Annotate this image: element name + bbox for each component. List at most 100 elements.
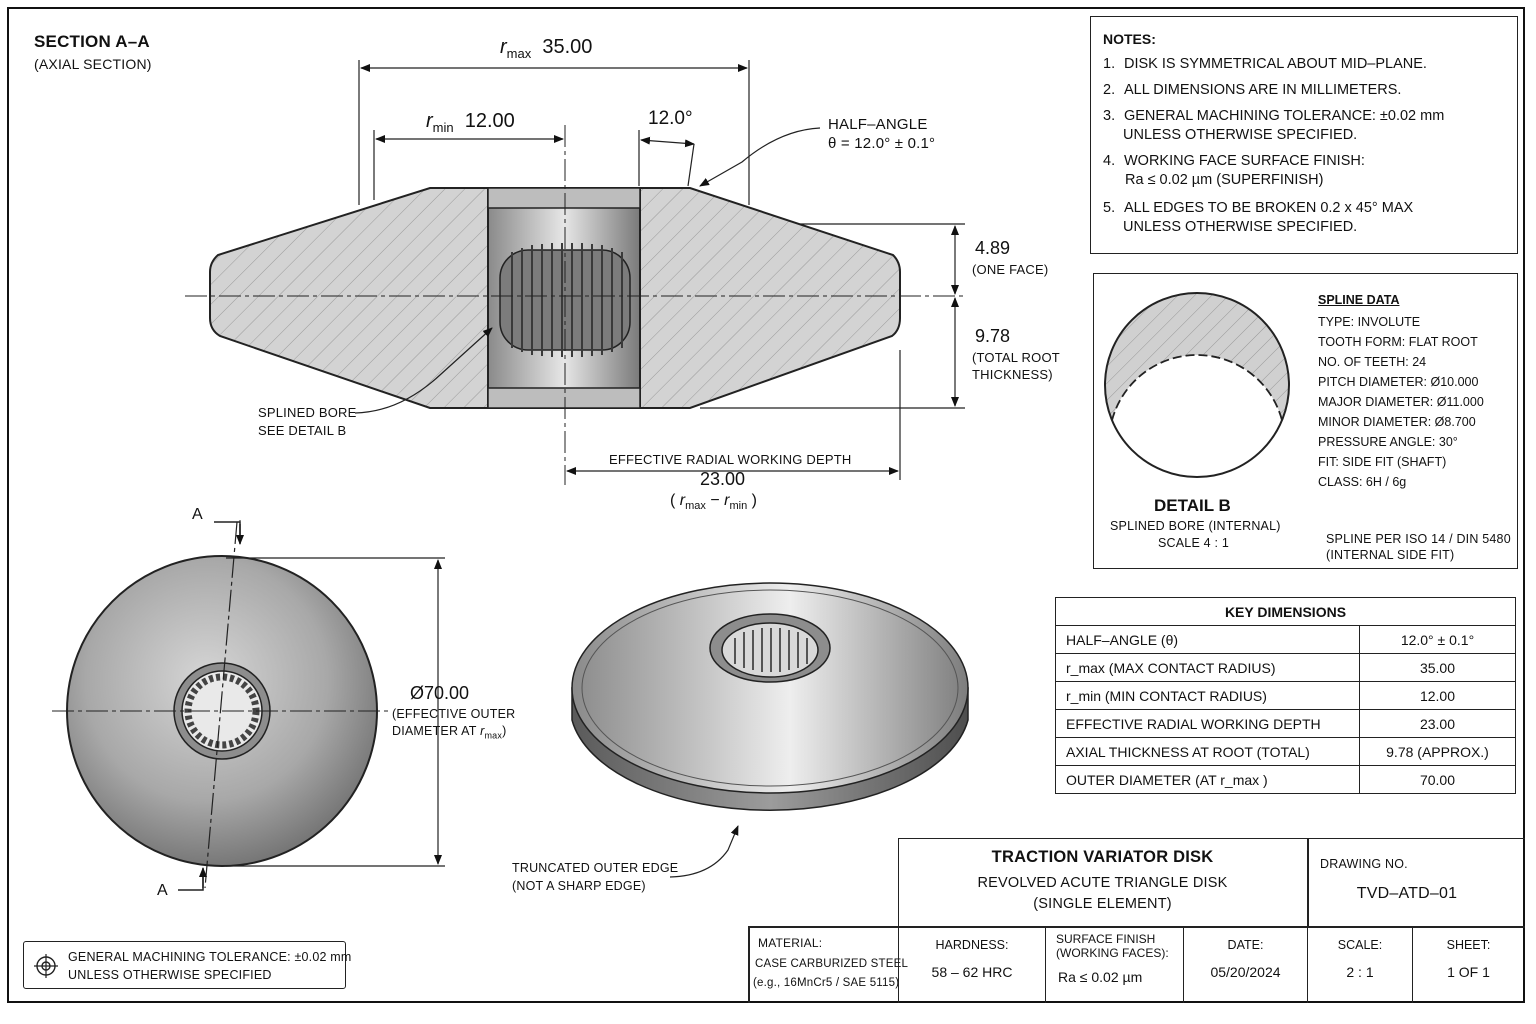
kd-label: OUTER DIAMETER (AT r_max )	[1055, 765, 1360, 794]
half-angle-value: θ = 12.0° ± 0.1°	[828, 135, 936, 152]
iso-view	[571, 582, 969, 878]
finish-value: Ra ≤ 0.02 µm	[1058, 969, 1143, 985]
key-dimensions-title: KEY DIMENSIONS	[1055, 597, 1516, 626]
section-subtitle: (AXIAL SECTION)	[34, 56, 152, 72]
date-label: DATE:	[1227, 938, 1264, 952]
note-num: 2.	[1103, 82, 1116, 98]
material-line2: (e.g., 16MnCr5 / SAE 5115)	[753, 977, 900, 989]
truncated-edge-label: TRUNCATED OUTER EDGE	[512, 861, 679, 875]
face-thickness-note: (ONE FACE)	[972, 262, 1049, 277]
kd-label: HALF–ANGLE (θ)	[1055, 625, 1360, 654]
kd-label: AXIAL THICKNESS AT ROOT (TOTAL)	[1055, 737, 1360, 766]
half-angle-label: HALF–ANGLE	[828, 116, 928, 133]
note-text: GENERAL MACHINING TOLERANCE: ±0.02 mm	[1123, 108, 1445, 124]
kd-value: 70.00	[1359, 765, 1516, 794]
diameter-note1: (EFFECTIVE OUTER	[392, 707, 516, 721]
spline-row: MAJOR DIAMETER: Ø11.000	[1318, 395, 1484, 409]
spline-row: TYPE: INVOLUTE	[1318, 315, 1421, 329]
kd-label: r_min (MIN CONTACT RADIUS)	[1055, 681, 1360, 710]
finish-cell: SURFACE FINISH (WORKING FACES): Ra ≤ 0.0…	[1045, 928, 1183, 1003]
detail-b-sub2: SCALE 4 : 1	[1158, 536, 1229, 550]
sheet-value: 1 OF 1	[1447, 964, 1490, 980]
kd-value: 12.00	[1359, 681, 1516, 710]
erwd-label: EFFECTIVE RADIAL WORKING DEPTH	[609, 452, 852, 467]
note-num: 1.	[1103, 56, 1116, 72]
front-view	[52, 520, 445, 891]
finish-label1: SURFACE FINISH	[1056, 932, 1156, 946]
table-row: r_min (MIN CONTACT RADIUS)12.00	[1055, 681, 1516, 710]
hardness-label: HARDNESS:	[935, 938, 1009, 952]
kd-value: 9.78 (APPROX.)	[1359, 737, 1516, 766]
drawing-no: TVD–ATD–01	[1356, 885, 1458, 902]
spline-row: PRESSURE ANGLE: 30°	[1318, 435, 1458, 449]
diameter-note2: DIAMETER AT rmax)	[392, 724, 506, 741]
diameter-note2-text: DIAMETER AT	[392, 724, 477, 738]
diameter-note2-close: )	[502, 724, 507, 738]
spline-row: CLASS: 6H / 6g	[1318, 475, 1407, 489]
spline-standard: SPLINE PER ISO 14 / DIN 5480	[1326, 532, 1511, 546]
scale-label: SCALE:	[1337, 938, 1383, 952]
detail-b-title: DETAIL B	[1154, 496, 1231, 515]
formula-rmax-sub: max	[685, 500, 706, 513]
tolerance-line2: UNLESS OTHERWISE SPECIFIED	[68, 968, 272, 982]
note-num: 4.	[1103, 153, 1116, 169]
sheet-label: SHEET:	[1446, 938, 1491, 952]
r-min-value: 12.00	[464, 110, 515, 132]
sheet-cell: SHEET: 1 OF 1	[1412, 928, 1524, 1003]
spline-row: NO. OF TEETH: 24	[1318, 355, 1427, 369]
section-mark-top: A	[192, 506, 203, 523]
kd-label: EFFECTIVE RADIAL WORKING DEPTH	[1055, 709, 1360, 738]
diameter-note-sub: max	[484, 730, 503, 741]
note-text: WORKING FACE SURFACE FINISH:	[1123, 153, 1365, 169]
note-num: 3.	[1103, 108, 1116, 124]
kd-value: 23.00	[1359, 709, 1516, 738]
root-thickness-value: 9.78	[975, 326, 1011, 346]
title-row-divider	[748, 926, 1525, 928]
hardness-value: 58 – 62 HRC	[931, 964, 1013, 980]
r-max-value: 35.00	[542, 36, 593, 58]
r-max-dim: rmax 35.00	[500, 36, 592, 61]
note-text-2: UNLESS OTHERWISE SPECIFIED.	[1123, 127, 1358, 143]
angle-value: 12.0°	[648, 108, 693, 129]
diameter-value: Ø70.00	[410, 683, 470, 703]
iso-cone	[571, 582, 969, 794]
spline-row: FIT: SIDE FIT (SHAFT)	[1318, 455, 1447, 469]
r-min-symbol: r	[426, 110, 433, 132]
material-label: MATERIAL:	[758, 936, 823, 950]
material-line1: CASE CARBURIZED STEEL	[755, 958, 909, 970]
tolerance-box: GENERAL MACHINING TOLERANCE: ±0.02 mm UN…	[23, 941, 351, 989]
table-row: AXIAL THICKNESS AT ROOT (TOTAL)9.78 (APP…	[1055, 737, 1516, 766]
material-left-border	[748, 926, 750, 1003]
not-sharp-edge-label: (NOT A SHARP EDGE)	[512, 879, 646, 893]
root-thickness-note1: (TOTAL ROOT	[972, 350, 1060, 365]
see-detail-b-label: SEE DETAIL B	[258, 423, 347, 438]
table-row: r_max (MAX CONTACT RADIUS)35.00	[1055, 653, 1516, 682]
notes-list: 1. DISK IS SYMMETRICAL ABOUT MID–PLANE. …	[1103, 55, 1513, 244]
r-min-dim: rmin 12.00	[426, 110, 515, 135]
drawing-no-label: DRAWING NO.	[1320, 857, 1408, 871]
note-text: DISK IS SYMMETRICAL ABOUT MID–PLANE.	[1123, 56, 1427, 72]
notes-box: NOTES: 1. DISK IS SYMMETRICAL ABOUT MID–…	[1090, 16, 1518, 254]
formula-minus: −	[710, 492, 720, 509]
note-text: ALL EDGES TO BE BROKEN 0.2 x 45° MAX	[1123, 200, 1414, 216]
kd-value: 12.0° ± 0.1°	[1359, 625, 1516, 654]
spline-row: TOOTH FORM: FLAT ROOT	[1318, 335, 1478, 349]
spline-row: MINOR DIAMETER: Ø8.700	[1318, 415, 1476, 429]
table-row: HALF–ANGLE (θ)12.0° ± 0.1°	[1055, 625, 1516, 654]
note-item: 3. GENERAL MACHINING TOLERANCE: ±0.02 mm…	[1103, 107, 1513, 152]
tolerance-line1: GENERAL MACHINING TOLERANCE: ±0.02 mm	[68, 950, 352, 964]
splined-bore-label: SPLINED BORE	[258, 405, 357, 420]
note-text-2: UNLESS OTHERWISE SPECIFIED.	[1123, 219, 1358, 235]
note-text-2: Ra ≤ 0.02 µm (SUPERFINISH)	[1125, 172, 1324, 188]
scale-cell: SCALE: 2 : 1	[1307, 928, 1412, 1003]
formula-close: )	[751, 492, 757, 509]
section-view	[185, 60, 965, 485]
table-row: OUTER DIAMETER (AT r_max )70.00	[1055, 765, 1516, 794]
face-thickness-value: 4.89	[975, 238, 1011, 258]
detail-b-box: DETAIL B SPLINED BORE (INTERNAL) SCALE 4…	[1093, 273, 1518, 569]
kd-label: r_max (MAX CONTACT RADIUS)	[1055, 653, 1360, 682]
kd-value: 35.00	[1359, 653, 1516, 682]
notes-title: NOTES:	[1103, 31, 1156, 47]
erwd-formula: ( rmax − rmin )	[670, 492, 757, 512]
